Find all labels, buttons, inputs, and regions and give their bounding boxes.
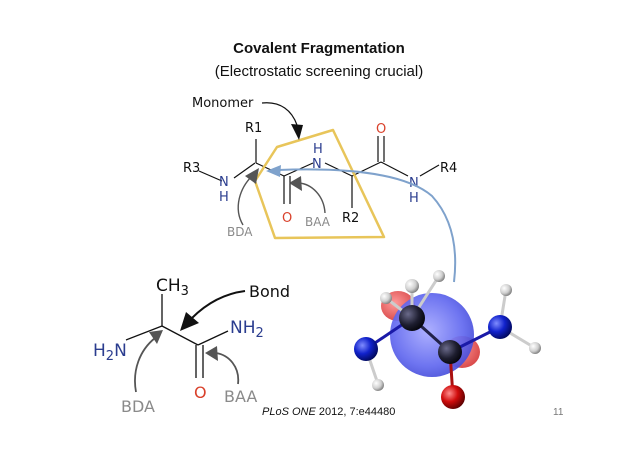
h2n-group: H2N [93,341,127,364]
nitrogen-atom [354,337,378,361]
top-molecule: R3 R1 R2 R4 N H H N N H O O BDA BAA Mono… [183,96,457,240]
page-number: 11 [553,407,564,418]
bond-label: Bond [249,282,290,301]
slide-subtitle: (Electrostatic screening crucial) [214,63,424,80]
baa-label-bottom: BAA [224,387,257,406]
baa-label-top: BAA [305,215,331,229]
r3-label: R3 [183,161,200,176]
baa-arrowhead-top [289,176,302,191]
bda-arrow-top [237,175,253,226]
monomer-label: Monomer [192,96,254,111]
monomer-frame [253,128,386,240]
hydrogen-atom [529,342,541,354]
citation-details: 2012, 7:e44480 [315,406,396,418]
slide-title: Covalent Fragmentation [233,40,405,57]
monomer-arrowhead [291,124,303,140]
carbon-atom [438,340,462,364]
3d-orbital-model [354,270,541,409]
amide-h-2: H [313,142,323,157]
citation: PLoS ONE 2012, 7:e44480 [262,406,395,418]
nitrogen-atom [488,315,512,339]
carbonyl-o-2: O [376,122,386,137]
bond-arrowhead [180,312,199,331]
amide-n-1: N [219,175,229,190]
ch3-group: CH3 [156,276,189,299]
r1-label: R1 [245,121,262,136]
citation-journal: PLoS ONE [262,406,316,418]
hydrogen-atom [380,292,392,304]
bda-arrowhead-bottom [149,330,163,344]
oxygen-atom [441,385,465,409]
bda-arrowhead-top [245,168,259,184]
hydrogen-atom [500,284,512,296]
carbon-atom [399,305,425,331]
carbonyl-o-1: O [282,211,292,226]
monomer-arrow [261,102,298,126]
baa-arrow-top [298,182,326,214]
amide-n-3: N [409,176,419,191]
bottom-molecule: CH3 H2N NH2 O BDA BAA Bond [93,276,290,416]
amide-n-2: N [312,157,322,172]
hydrogen-atom [405,279,419,293]
bond-arrow [191,290,246,319]
baa-arrow-bottom [215,352,240,385]
baa-arrowhead-bottom [205,346,218,361]
connector-arrowhead [266,165,281,177]
nh2-group: NH2 [230,318,264,341]
carbonyl-o-bottom: O [194,383,207,402]
bda-label-top: BDA [227,225,253,239]
r4-label: R4 [440,161,457,176]
bda-arrow-bottom [134,337,156,393]
connector-line [277,168,457,283]
hydrogen-atom [433,270,445,282]
r2-label: R2 [342,211,359,226]
hydrogen-atom [372,379,384,391]
amide-h-1: H [219,190,229,205]
bda-label-bottom: BDA [121,397,155,416]
amide-h-3: H [409,191,419,206]
